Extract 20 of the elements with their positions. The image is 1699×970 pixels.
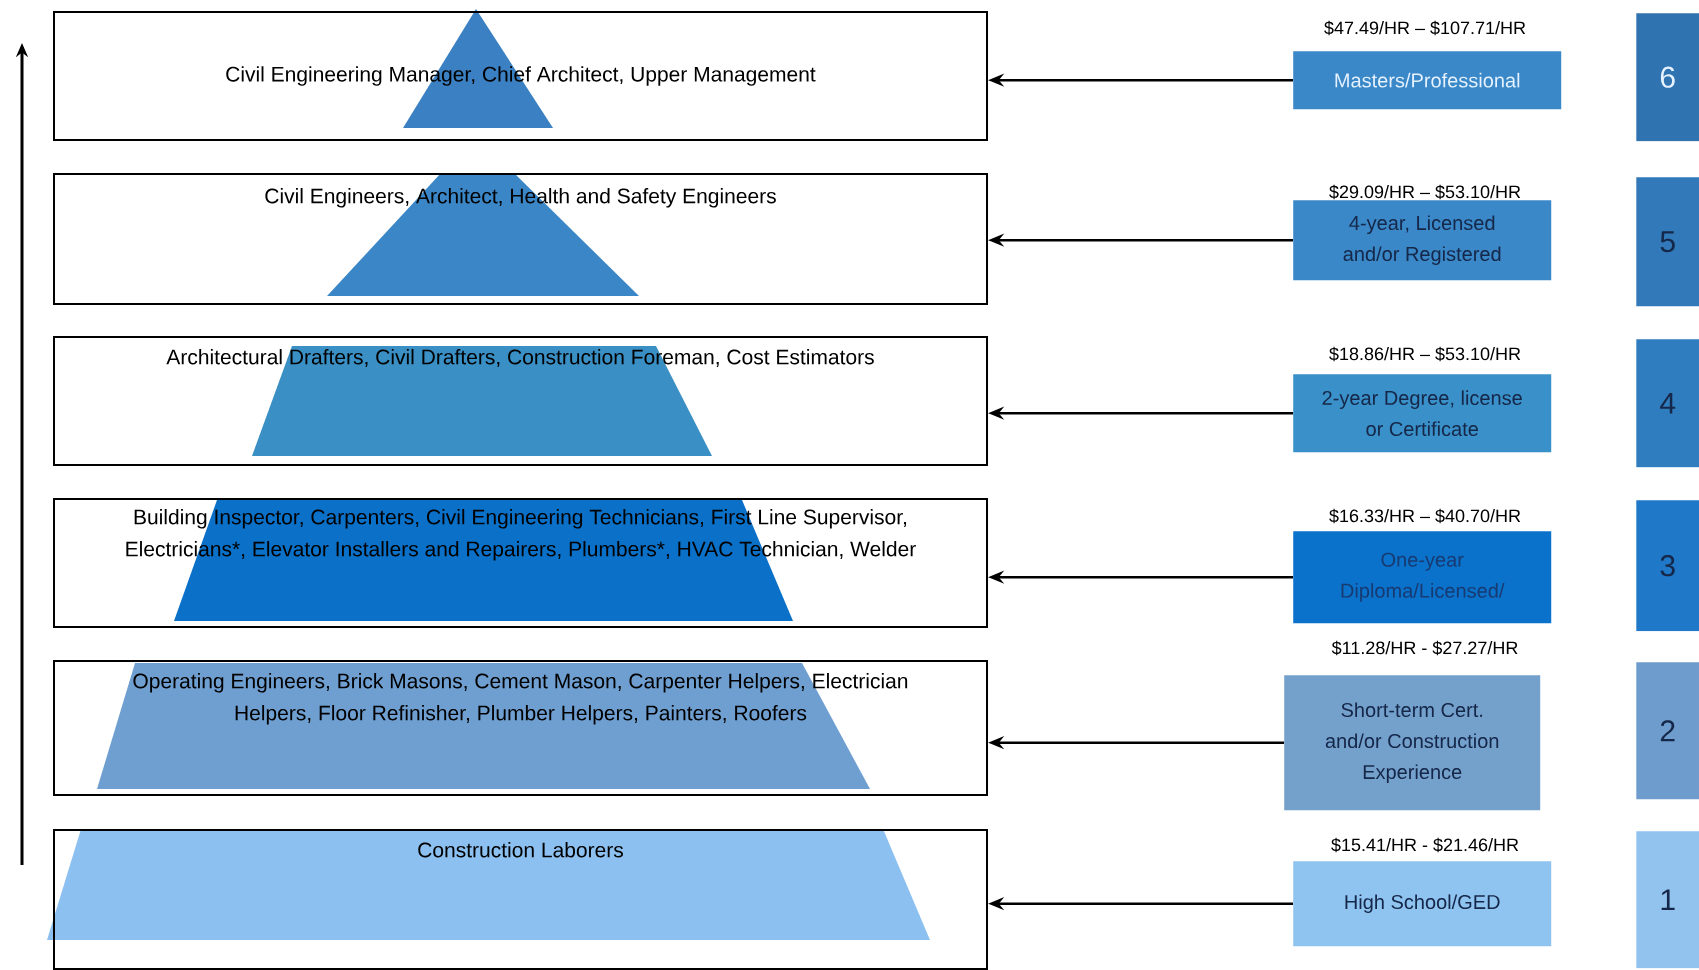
level-box: 6 — [1636, 13, 1699, 142]
level-box: 1 — [1636, 831, 1699, 969]
education-box: 2-year Degree, license or Certificate — [1293, 374, 1552, 453]
pyramid-tier-box: Operating Engineers, Brick Masons, Cement Mason, Carpenter Helpers, Electrician Helpers, Floor Refinisher, Plumber Helpers, Painters, Roofers — [53, 660, 988, 796]
education-box: High School/GED — [1293, 861, 1552, 947]
education-box: Masters/Professional — [1293, 51, 1562, 110]
education-box: One-year Diploma/Licensed/ — [1293, 531, 1552, 624]
salary-range: $29.09/HR – $53.10/HR — [1329, 184, 1521, 200]
salary-range: $18.86/HR – $53.10/HR — [1329, 346, 1521, 362]
education-box: 4-year, Licensed and/or Registered — [1293, 200, 1552, 281]
salary-range: $16.33/HR – $40.70/HR — [1329, 508, 1521, 524]
salary-range: $47.49/HR – $107.71/HR — [1324, 20, 1526, 36]
level-box: 4 — [1636, 339, 1699, 468]
level-box: 2 — [1636, 662, 1699, 800]
level-box: 5 — [1636, 177, 1699, 307]
salary-range: $11.28/HR - $27.27/HR — [1331, 640, 1518, 656]
level-box: 3 — [1636, 500, 1699, 632]
pyramid-tier-box: Construction Laborers — [47, 829, 988, 970]
education-box: Short-term Cert. and/or Construction Experience — [1284, 675, 1541, 811]
salary-range: $15.41/HR - $21.46/HR — [1331, 837, 1519, 853]
